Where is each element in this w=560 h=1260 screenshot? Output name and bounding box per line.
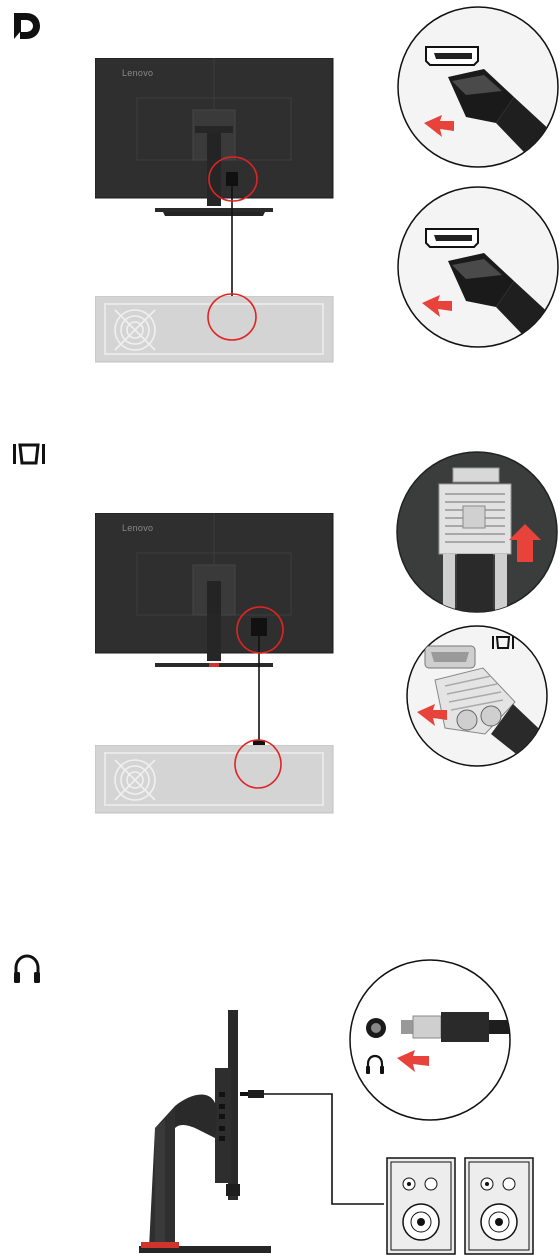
displayport-section: Lenovo — [0, 0, 560, 390]
vga-icon — [12, 442, 46, 468]
speaker-right — [465, 1158, 533, 1254]
computer-case — [95, 745, 335, 815]
audio-section — [0, 940, 560, 1255]
displayport-icon — [10, 10, 46, 42]
computer-vga-port-zoom — [395, 624, 560, 769]
headphone-icon — [12, 952, 42, 986]
monitor-brand-label: Lenovo — [122, 523, 153, 533]
vga-section: Lenovo — [0, 420, 560, 840]
monitor-vga-port-zoom — [395, 450, 560, 615]
monitor-rear-view — [95, 513, 335, 673]
computer-port-highlight — [233, 738, 283, 790]
audio-jack-zoom — [343, 958, 518, 1123]
monitor-port-zoom — [396, 5, 560, 170]
monitor-port-highlight — [235, 605, 285, 655]
computer-port-zoom — [396, 185, 560, 350]
speaker-left — [387, 1158, 455, 1254]
monitor-port-highlight — [207, 155, 259, 203]
computer-port-highlight — [206, 292, 258, 342]
monitor-brand-label: Lenovo — [122, 68, 153, 78]
speakers — [385, 1156, 535, 1256]
vga-port-label-icon — [492, 635, 514, 651]
